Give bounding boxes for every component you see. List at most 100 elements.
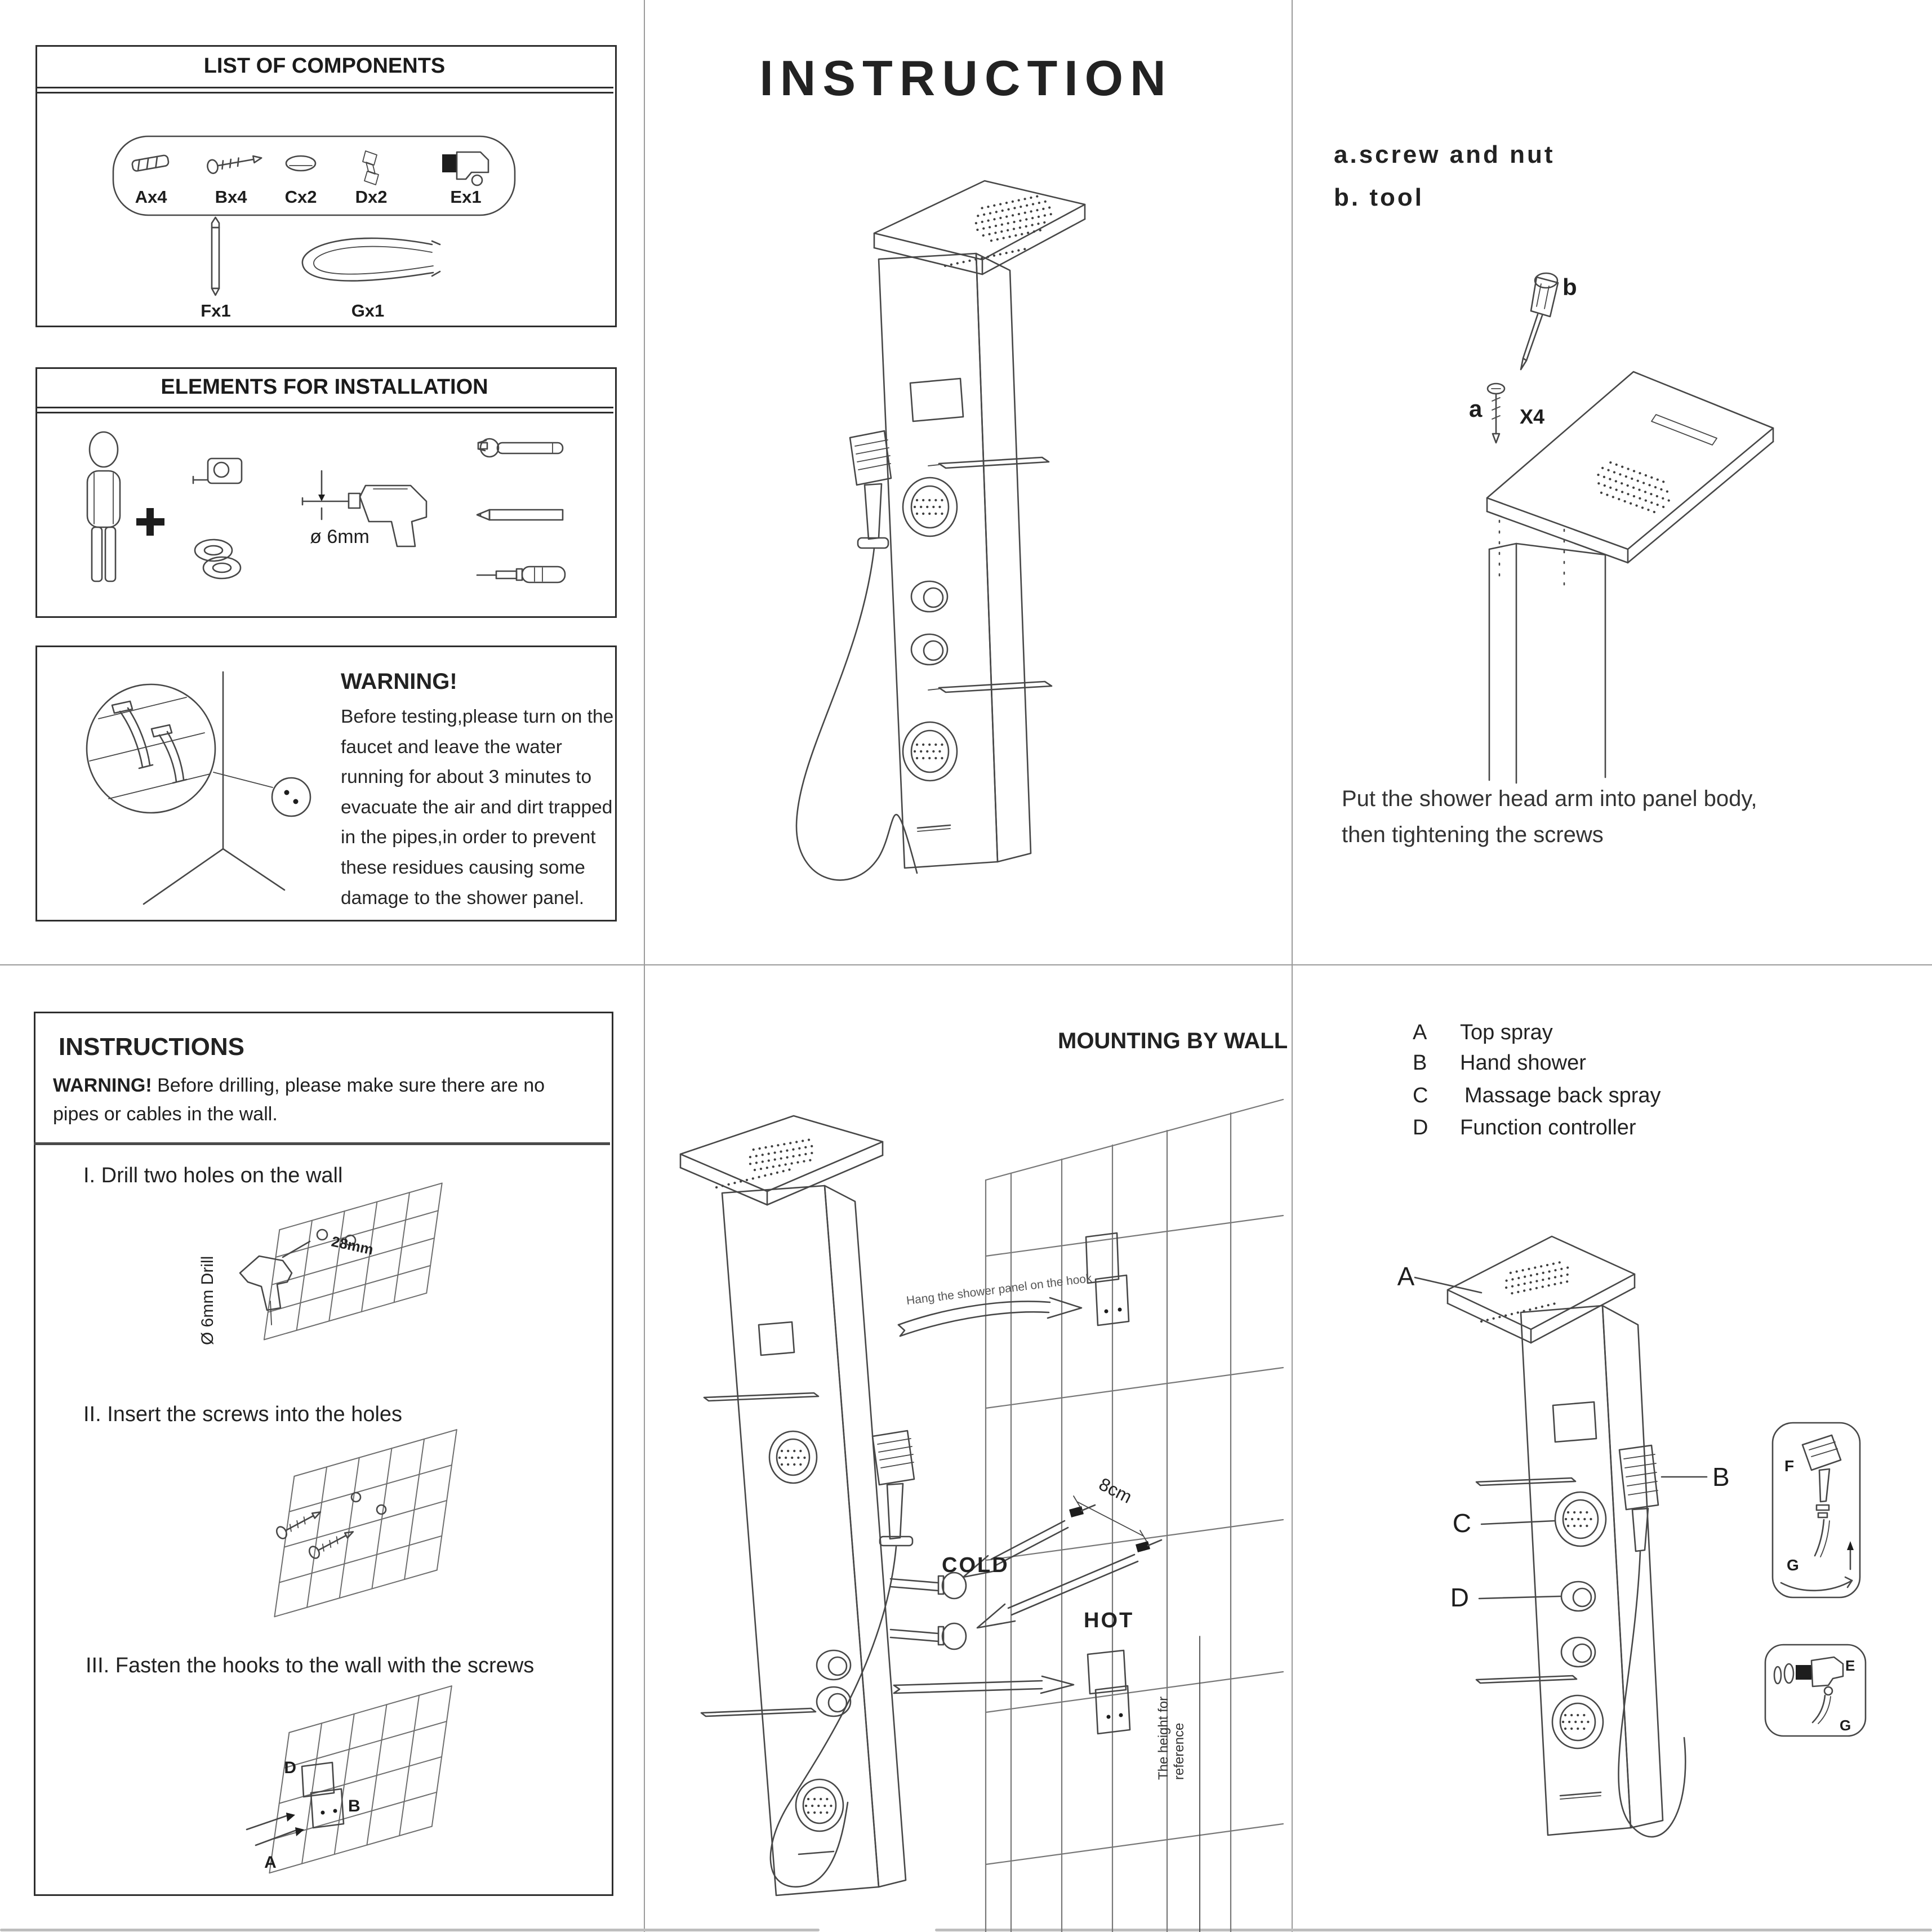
leader-d [1479, 1596, 1560, 1599]
labeled-panel-diagram: A C D B [1397, 1211, 1932, 1932]
panel-body [1476, 1306, 1663, 1835]
fastening-screws [247, 1813, 304, 1845]
diagram-label-c: C [1453, 1508, 1471, 1538]
shelf-lower [1476, 1676, 1577, 1683]
bolt-arrows [963, 1521, 1138, 1628]
elements-title-rule [35, 412, 613, 413]
diagram-label-d: D [1450, 1583, 1469, 1612]
steps-title: INSTRUCTIONS [59, 1033, 244, 1061]
arm-install-item-b: b. tool [1334, 184, 1424, 211]
massage-jet-upper [903, 478, 957, 536]
inset2-label-e: E [1845, 1657, 1855, 1674]
steps-divider [34, 1142, 610, 1145]
hang-arrow-lower [894, 1676, 1074, 1693]
component-label-e: Ex1 [450, 187, 481, 207]
panel-body-top [1489, 544, 1605, 783]
bracket-icon [442, 152, 488, 185]
diagram-label-b: B [1712, 1462, 1730, 1492]
step3-label-a: A [264, 1853, 277, 1872]
spray-dots [973, 194, 1056, 243]
drill-on-wall [240, 1241, 310, 1325]
hole-1 [351, 1493, 360, 1502]
tile-grid-1 [264, 1183, 442, 1340]
top-spray-head [874, 181, 1085, 274]
step1-diagram [192, 1183, 456, 1346]
leader-c [1481, 1521, 1555, 1524]
legend-key-d: D [1413, 1116, 1428, 1139]
wall-hook-upper [1086, 1233, 1129, 1325]
warning-title: WARNING! [341, 669, 457, 694]
cap-icon [286, 156, 315, 171]
elements-title: ELEMENTS FOR INSTALLATION [35, 367, 613, 408]
components-diagram: Ax4 Bx4 Cx2 Dx2 Ex1 Fx1 Gx1 [35, 97, 613, 320]
outlet-circle [272, 778, 310, 816]
shelf-upper [704, 1393, 818, 1401]
shelf-lower [928, 682, 1052, 692]
shower-panel-drawing [749, 169, 1256, 935]
hand-shower [850, 431, 891, 548]
tiled-wall [986, 1099, 1283, 1932]
magnifier-circle [87, 684, 215, 813]
hook-plate [302, 1762, 344, 1828]
drill-icon [302, 471, 426, 546]
massage-jet-lower [903, 722, 957, 781]
tile-grid-3 [269, 1686, 451, 1873]
legend-key-b: B [1413, 1051, 1427, 1075]
component-label-c: Cx2 [285, 187, 317, 207]
column-divider-right [1292, 0, 1293, 1932]
row-divider [0, 964, 1932, 965]
arm-caption-line1: Put the shower head arm into panel body, [1342, 786, 1757, 811]
knob-lower [911, 634, 947, 665]
mounting-title: MOUNTING BY WALL [1058, 1029, 1288, 1053]
warning-panel [35, 646, 617, 922]
arm-caption-line2: then tightening the screws [1342, 822, 1604, 847]
callout-line [213, 772, 273, 787]
steps-panel [34, 1012, 613, 1896]
elements-panel [35, 367, 617, 618]
step1-drill-label: Ø 6mm Drill [198, 1256, 217, 1345]
screw-icon [207, 152, 263, 174]
display-screen [910, 379, 963, 421]
person-icon [87, 432, 120, 581]
inset1-label-f: F [1784, 1457, 1794, 1475]
legend-key-a: A [1413, 1021, 1427, 1044]
shelf-upper [1476, 1478, 1575, 1485]
panel-body [879, 253, 1031, 868]
wall-screw-1 [275, 1507, 323, 1541]
step1-heading: I. Drill two holes on the wall [83, 1164, 343, 1187]
inset-holder [1765, 1645, 1866, 1736]
step2-diagram [214, 1428, 462, 1636]
plus-icon [136, 508, 164, 536]
bottom-shadow-right [935, 1929, 1932, 1931]
wall-screw-2 [308, 1526, 356, 1560]
step3-label-d: D [284, 1759, 296, 1777]
hand-shower [1619, 1445, 1686, 1837]
legend-label-b: Hand shower [1460, 1051, 1586, 1075]
pencil-icon [477, 510, 563, 520]
rod-icon [212, 217, 219, 295]
steps-warning-text: Before drilling, please make sure there … [53, 1075, 545, 1125]
steps-warning-label: WARNING! [53, 1075, 152, 1096]
top-spray-head [1448, 1236, 1635, 1343]
step2-heading: II. Insert the screws into the holes [83, 1403, 403, 1426]
legend-label-d: Function controller [1460, 1116, 1636, 1139]
inset1-label-g: G [1787, 1556, 1799, 1574]
shelf-lower [701, 1708, 816, 1716]
legend-label-c: Massage back spray [1464, 1084, 1661, 1107]
cold-label: COLD [942, 1553, 1009, 1577]
wall-bolts [1069, 1496, 1161, 1552]
drill-diameter-label: ø 6mm [310, 526, 370, 547]
height-note: The height for reference [1156, 1696, 1187, 1780]
step3-diagram: D B A [207, 1682, 461, 1891]
hole-2 [377, 1505, 386, 1514]
screw-a [1488, 384, 1504, 443]
diagram-label-a: A [1397, 1262, 1415, 1291]
screw-label-a: a [1469, 395, 1483, 422]
hose-icon [302, 238, 440, 281]
display-screen [759, 1322, 794, 1355]
bottom-shadow-left [0, 1929, 820, 1931]
alignment-dots [1499, 520, 1564, 589]
tile-grid-2 [274, 1430, 456, 1617]
drill-hole-2 [345, 1235, 355, 1245]
